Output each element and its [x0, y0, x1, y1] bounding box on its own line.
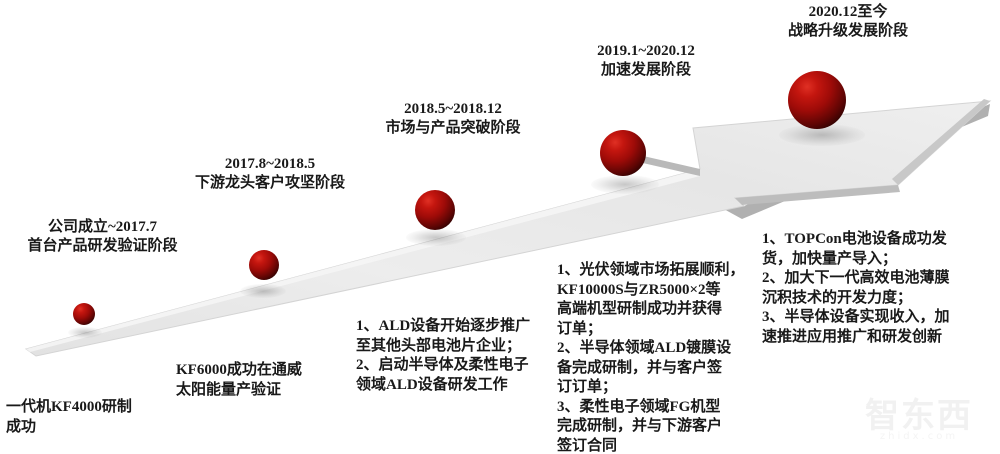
bullets-stage-4-line-9: 完成研制，并与下游客户 — [557, 418, 723, 434]
milestone-note-2: KF6000成功在通威 太阳能量产验证 — [176, 361, 302, 400]
stage-5-title: 战略升级发展阶段 — [787, 23, 908, 40]
stage-2-period: 2017.8~2018.5 — [224, 156, 316, 172]
stage-label-2: 2017.8~2018.5 下游龙头客户攻坚阶段 — [165, 155, 375, 193]
milestone-note-2-line-1: KF6000成功在通威 — [176, 362, 302, 378]
bullets-stage-3-line-2: 至其他头部电池片企业； — [356, 337, 522, 354]
bullets-stage-4-line-10: 签订合同 — [557, 437, 618, 454]
bullets-stage-4-line-5: 2、半导体领域ALD镀膜设 — [557, 340, 732, 356]
stage-4-period: 2019.1~2020.12 — [597, 43, 695, 59]
sphere-shadow-1 — [68, 327, 102, 338]
watermark-domain-text: zhidx.com — [879, 431, 959, 442]
bullets-stage-4-line-7: 订订单； — [557, 379, 618, 395]
stage-3-period: 2018.5~2018.12 — [404, 101, 502, 117]
sphere-shadow-3 — [406, 229, 466, 246]
bullets-stage-4-line-8: 3、柔性电子领域FG机型 — [557, 398, 721, 415]
bullets-stage-5-line-2: 货，加快量产导入； — [762, 250, 898, 267]
stage-5-period: 2020.12至今 — [808, 4, 888, 20]
milestone-note-1: 一代机KF4000研制 成功 — [6, 398, 132, 437]
bullets-stage-4-line-6: 备完成研制，并与客户签 — [557, 359, 723, 376]
arrow-head-edge — [892, 99, 990, 185]
stage-2-title: 下游龙头客户攻坚阶段 — [194, 175, 345, 192]
sphere-shadow-5 — [779, 124, 865, 146]
stage-label-4: 2019.1~2020.12 加速发展阶段 — [540, 42, 752, 80]
milestone-note-2-line-2: 太阳能量产验证 — [176, 381, 282, 398]
stage-4-title: 加速发展阶段 — [600, 62, 691, 79]
bullets-stage-5: 1、TOPCon电池设备成功发 货，加快量产导入； 2、加大下一代高效电池薄膜 … — [762, 230, 950, 347]
watermark: 智东西 zhidx.com — [846, 386, 992, 450]
sphere-shadow-4 — [591, 175, 659, 194]
bullets-stage-4-line-1: 1、光伏领域市场拓展顺利， — [557, 262, 745, 278]
milestone-sphere-1 — [73, 303, 95, 325]
stage-1-title: 首台产品研发验证阶段 — [27, 238, 178, 255]
bullets-stage-5-line-1: 1、TOPCon电池设备成功发 — [762, 231, 947, 247]
milestone-sphere-2 — [249, 250, 279, 280]
stage-1-period: 公司成立~2017.7 — [47, 219, 158, 235]
watermark-logo-text: 智东西 — [865, 396, 973, 436]
bullets-stage-3-line-1: 1、ALD设备开始逐步推广 — [356, 318, 531, 334]
bullets-stage-3: 1、ALD设备开始逐步推广 至其他头部电池片企业； 2、启动半导体及柔性电子 领… — [356, 317, 530, 395]
bullets-stage-4-line-2: KF10000S与ZR5000×2等 — [557, 281, 721, 298]
bullets-stage-4-line-4: 订单； — [557, 320, 603, 337]
stage-3-title: 市场与产品突破阶段 — [385, 120, 521, 137]
bullets-stage-5-line-4: 沉积技术的开发力度； — [762, 289, 913, 306]
stage-label-1: 公司成立~2017.7 首台产品研发验证阶段 — [0, 218, 205, 256]
stage-label-3: 2018.5~2018.12 市场与产品突破阶段 — [348, 100, 558, 138]
bullets-stage-4: 1、光伏领域市场拓展顺利， KF10000S与ZR5000×2等 高端机型研制成… — [557, 261, 745, 454]
milestone-note-1-line-2: 成功 — [6, 418, 37, 435]
sphere-shadow-2 — [240, 284, 286, 298]
bullets-stage-5-line-6: 速推进应用推广和研发创新 — [762, 328, 943, 345]
bullets-stage-3-line-4: 领域ALD设备研发工作 — [356, 376, 508, 393]
bullets-stage-5-line-5: 3、半导体设备实现收入，加 — [762, 309, 950, 325]
arrow-head-lower-edge — [735, 185, 900, 205]
milestone-sphere-3 — [415, 190, 455, 230]
milestone-note-1-line-1: 一代机KF4000研制 — [6, 399, 132, 415]
bullets-stage-5-line-3: 2、加大下一代高效电池薄膜 — [762, 270, 950, 286]
milestone-sphere-5 — [788, 71, 846, 129]
bullets-stage-4-line-3: 高端机型研制成功并获得 — [557, 301, 723, 317]
stage-label-5: 2020.12至今 战略升级发展阶段 — [742, 3, 954, 41]
bullets-stage-3-line-3: 2、启动半导体及柔性电子 — [356, 357, 529, 373]
milestone-sphere-4 — [600, 130, 646, 176]
